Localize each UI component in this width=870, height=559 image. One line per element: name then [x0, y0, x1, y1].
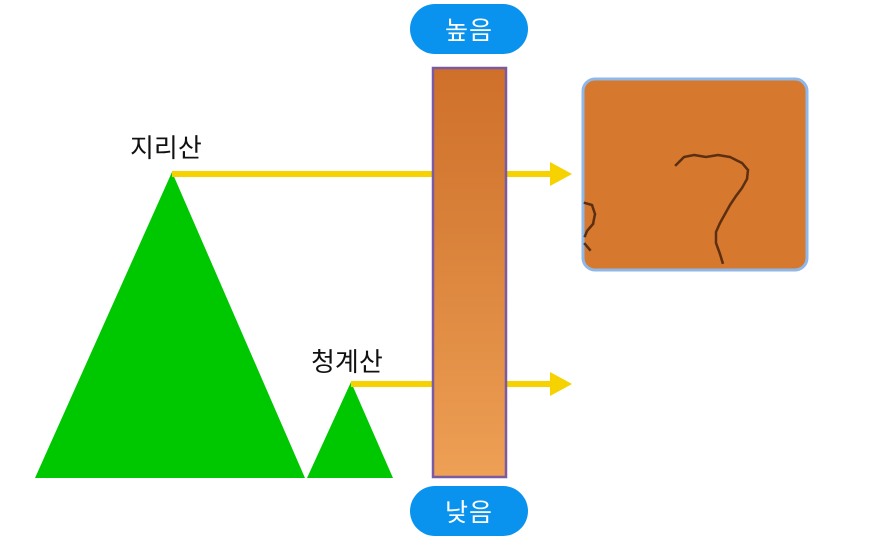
low-label-pill: 낮음 [410, 486, 528, 536]
jirisan-arrow [172, 162, 572, 186]
zoom-panel [583, 79, 807, 270]
high-label-pill: 높음 [410, 4, 528, 54]
height-scale-bar [433, 68, 506, 477]
cheonggyesan-mountain [307, 382, 393, 478]
jirisan-label: 지리산 [130, 128, 202, 165]
cheonggyesan-label: 청계산 [311, 342, 383, 379]
jirisan-mountain [35, 172, 305, 478]
